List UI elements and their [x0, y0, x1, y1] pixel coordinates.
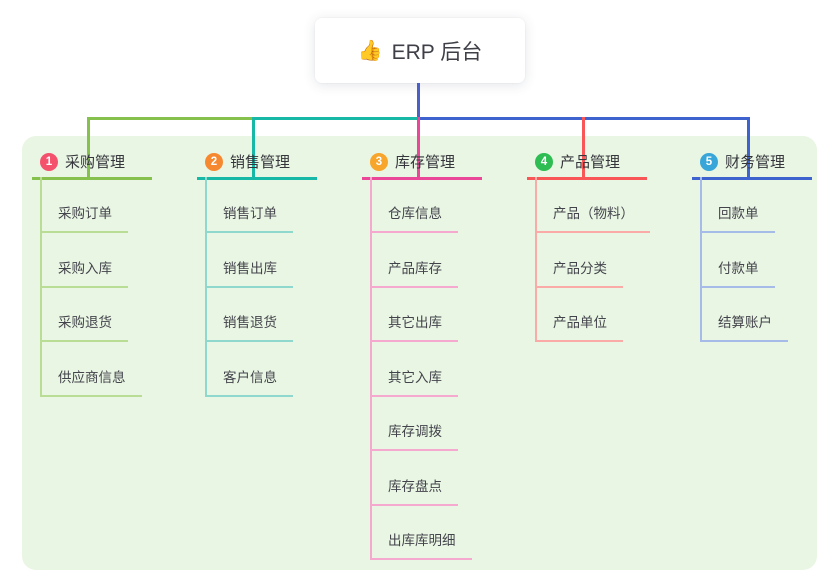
- child-label: 销售出库: [223, 260, 277, 276]
- branch-node-1[interactable]: 1 采购管理: [32, 146, 152, 180]
- child-node-3-2[interactable]: 产品库存: [370, 250, 458, 288]
- bus-segment-middle: [251, 117, 417, 120]
- child-node-2-3[interactable]: 销售退货: [205, 304, 293, 342]
- child-label: 产品单位: [553, 315, 607, 330]
- branch-number-badge: 3: [370, 152, 388, 171]
- child-node-4-3[interactable]: 产品单位: [535, 304, 623, 342]
- branch-label: 销售管理: [230, 154, 291, 171]
- child-label: 库存盘点: [388, 478, 442, 494]
- child-label: 采购退货: [58, 315, 112, 330]
- child-node-3-5[interactable]: 库存调拨: [370, 413, 458, 451]
- branch-label: 产品管理: [560, 154, 621, 171]
- branch-3-children-line: [370, 177, 372, 560]
- branch-1-drop-line: [86, 117, 90, 177]
- child-node-2-2[interactable]: 销售出库: [205, 250, 293, 288]
- child-label: 其它入库: [388, 369, 442, 385]
- child-node-5-3[interactable]: 结算账户: [700, 304, 788, 342]
- branch-number-badge: 1: [40, 152, 58, 171]
- child-label: 采购订单: [58, 206, 112, 221]
- branch-number-badge: 2: [205, 152, 223, 171]
- child-label: 付款单: [718, 260, 759, 276]
- background-panel: [22, 136, 817, 570]
- child-node-2-4[interactable]: 客户信息: [205, 359, 293, 397]
- branch-2-drop-line: [251, 117, 255, 177]
- branch-node-5[interactable]: 5 财务管理: [692, 146, 812, 180]
- child-label: 供应商信息: [58, 369, 126, 385]
- branch-3-drop-line: [416, 117, 420, 177]
- branch-number-badge: 4: [535, 152, 553, 171]
- branch-number-badge: 5: [700, 152, 718, 171]
- root-title: ERP 后台: [391, 40, 483, 64]
- branch-label: 库存管理: [395, 154, 456, 171]
- child-node-3-1[interactable]: 仓库信息: [370, 195, 458, 233]
- bus-segment-left: [86, 117, 252, 120]
- child-node-1-3[interactable]: 采购退货: [40, 304, 128, 342]
- branch-node-4[interactable]: 4 产品管理: [527, 146, 647, 180]
- root-connector-line: [416, 83, 420, 117]
- branch-node-2[interactable]: 2 销售管理: [197, 146, 317, 180]
- child-node-5-2[interactable]: 付款单: [700, 250, 775, 288]
- child-label: 销售退货: [223, 315, 277, 330]
- child-node-2-1[interactable]: 销售订单: [205, 195, 293, 233]
- branch-5-drop-line: [746, 117, 750, 177]
- branch-5-children-line: [700, 177, 702, 342]
- branch-4-drop-line: [581, 117, 585, 177]
- branch-label: 采购管理: [65, 154, 126, 171]
- child-label: 采购入库: [58, 260, 112, 276]
- child-label: 回款单: [718, 206, 759, 221]
- branch-label: 财务管理: [725, 154, 786, 171]
- thumbs-up-icon: 👍: [357, 40, 383, 62]
- child-node-3-4[interactable]: 其它入库: [370, 359, 458, 397]
- child-node-5-1[interactable]: 回款单: [700, 195, 775, 233]
- child-label: 产品（物料）: [553, 206, 634, 221]
- child-node-3-3[interactable]: 其它出库: [370, 304, 458, 342]
- child-node-3-6[interactable]: 库存盘点: [370, 468, 458, 506]
- child-label: 产品库存: [388, 260, 442, 276]
- child-node-4-1[interactable]: 产品（物料）: [535, 195, 650, 233]
- branch-node-3[interactable]: 3 库存管理: [362, 146, 482, 180]
- child-label: 其它出库: [388, 315, 442, 330]
- child-label: 客户信息: [223, 369, 277, 385]
- child-node-1-1[interactable]: 采购订单: [40, 195, 128, 233]
- child-label: 产品分类: [553, 260, 607, 276]
- branch-4-children-line: [535, 177, 537, 342]
- child-node-4-2[interactable]: 产品分类: [535, 250, 623, 288]
- child-label: 仓库信息: [388, 206, 442, 221]
- child-node-1-4[interactable]: 供应商信息: [40, 359, 142, 397]
- child-node-1-2[interactable]: 采购入库: [40, 250, 128, 288]
- child-label: 结算账户: [718, 315, 772, 330]
- root-node[interactable]: 👍 ERP 后台: [315, 18, 525, 83]
- child-label: 销售订单: [223, 206, 277, 221]
- child-node-3-7[interactable]: 出库库明细: [370, 522, 472, 560]
- child-label: 库存调拨: [388, 424, 442, 439]
- child-label: 出库库明细: [388, 533, 456, 548]
